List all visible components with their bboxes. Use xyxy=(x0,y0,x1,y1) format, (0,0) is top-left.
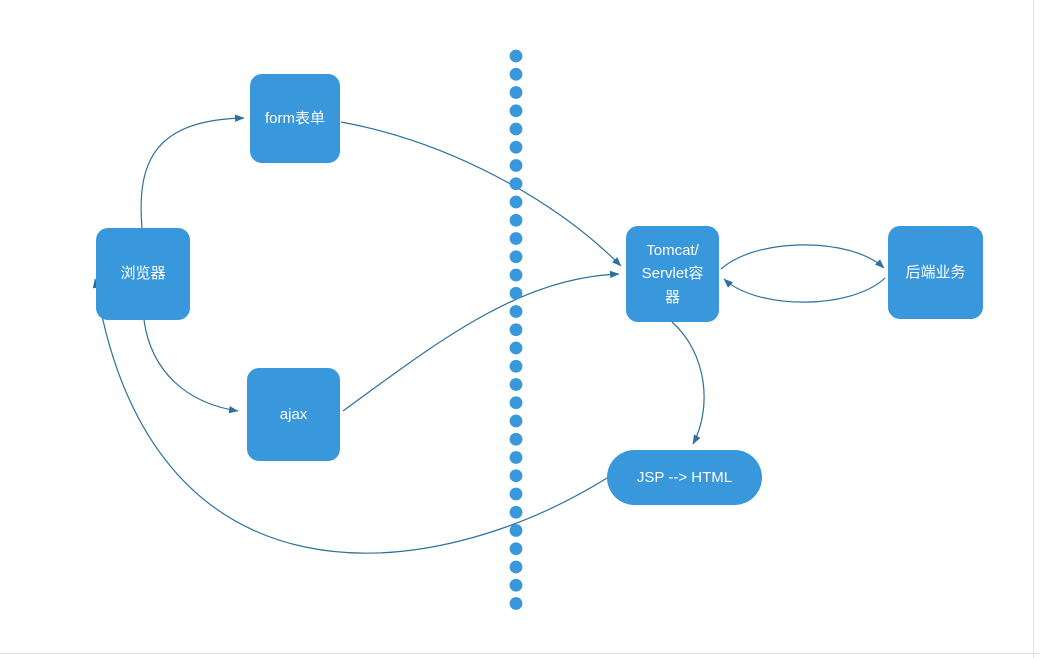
divider-dot xyxy=(509,469,523,483)
divider-dot xyxy=(509,451,523,464)
node-backend-service[interactable]: 后端业务 xyxy=(888,226,983,319)
node-backend-label: 后端业务 xyxy=(905,263,966,281)
divider-dot xyxy=(509,578,523,592)
node-browser-label: 浏览器 xyxy=(120,265,166,283)
divider-dot xyxy=(509,140,523,154)
edge-browser-to-form xyxy=(140,114,245,229)
canvas-right-border xyxy=(1033,0,1034,658)
divider-dot xyxy=(509,86,523,99)
divider-dot xyxy=(509,104,523,118)
canvas-bottom-border xyxy=(0,653,1040,654)
divider-dot xyxy=(509,250,523,264)
node-form[interactable]: form表单 xyxy=(250,74,340,163)
divider-dot xyxy=(509,597,523,610)
edge-tomcat-to-jsp xyxy=(671,321,705,445)
divider-dot xyxy=(509,177,523,191)
divider-dot xyxy=(509,359,523,373)
edge-form-to-tomcat xyxy=(340,121,622,267)
divider-dot xyxy=(509,542,523,556)
divider-dot xyxy=(509,396,523,410)
edge-jsp-to-browser xyxy=(92,278,608,554)
node-browser[interactable]: 浏览器 xyxy=(96,228,190,320)
divider-dot xyxy=(509,122,523,136)
divider-dot xyxy=(509,341,523,355)
node-tomcat-label-line1: Tomcat/ xyxy=(646,242,699,260)
divider-dot xyxy=(509,487,523,501)
divider-dot xyxy=(509,49,523,63)
divider-dot xyxy=(509,505,523,519)
divider-dot xyxy=(509,524,523,537)
divider-dot xyxy=(509,232,523,245)
edge-browser-to-ajax xyxy=(143,319,239,414)
divider-dot xyxy=(509,323,523,337)
divider-dot xyxy=(509,378,523,391)
divider-dot xyxy=(509,159,523,172)
divider-dot xyxy=(509,432,523,446)
divider-dot xyxy=(509,67,523,81)
node-ajax-label: ajax xyxy=(279,405,308,423)
node-tomcat-label-line2: Servlet容 xyxy=(641,265,704,283)
divider-dot xyxy=(509,268,523,282)
node-tomcat-servlet-container[interactable]: Tomcat/ Servlet容 器 xyxy=(626,226,719,322)
divider-dot xyxy=(509,560,523,574)
edge-backend-to-tomcat-lower xyxy=(723,277,886,303)
node-jsp-to-html[interactable]: JSP --> HTML xyxy=(607,450,762,505)
divider-dot xyxy=(509,305,523,318)
client-server-divider xyxy=(509,49,523,610)
node-ajax[interactable]: ajax xyxy=(247,368,340,461)
node-jsp-label: JSP --> HTML xyxy=(636,468,733,486)
node-form-label: form表单 xyxy=(264,109,325,127)
edge-ajax-to-tomcat xyxy=(342,270,620,412)
divider-dot xyxy=(509,286,523,300)
node-tomcat-label-line3: 器 xyxy=(664,288,680,306)
edge-tomcat-to-backend-upper xyxy=(720,244,885,270)
divider-dot xyxy=(509,414,523,428)
divider-dot xyxy=(509,213,523,227)
divider-dot xyxy=(509,195,523,209)
